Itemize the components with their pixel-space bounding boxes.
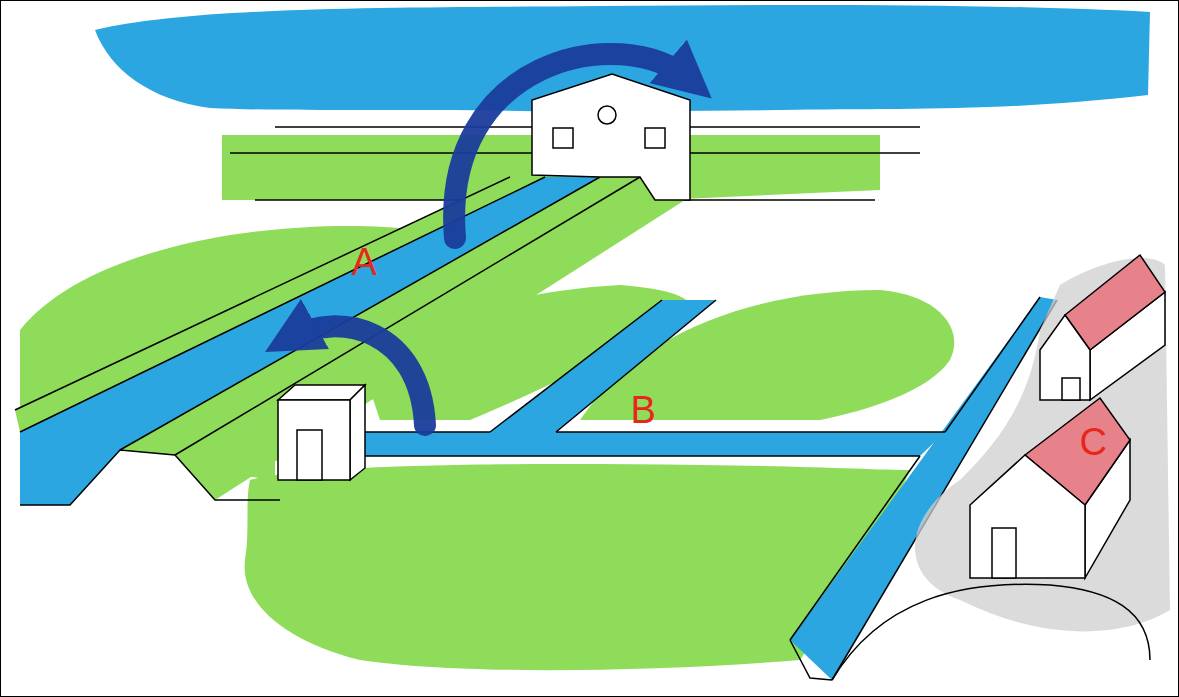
pump-house-side [350,385,365,480]
ditch-water [365,432,945,456]
station-window [553,128,573,148]
bank-line [15,177,510,410]
pump-house [278,385,365,480]
branch-ditch [490,300,716,432]
ditch-line [556,300,716,432]
ditch-line [365,455,920,457]
station-window [598,106,616,124]
house-door [1062,378,1080,400]
hill-line [832,584,1150,680]
station-window [645,128,665,148]
house [970,398,1130,578]
house-front [970,455,1085,578]
flow-arrow [454,54,690,238]
house [1040,255,1165,400]
ditch-line [556,431,945,433]
house-door [992,528,1016,578]
station-wall [532,74,690,200]
house-front [1040,315,1090,400]
flow-arrows [290,54,690,425]
pumping-station [532,74,690,200]
bank-line [20,177,545,432]
part-label: A [352,243,377,281]
part-label: B [631,391,656,429]
ditch-line [790,640,832,680]
part-label: C [1080,423,1107,461]
pump-house-front [278,400,350,480]
pump-house-door [297,430,322,480]
canal-section [20,450,280,505]
flow-arrow [290,326,425,425]
